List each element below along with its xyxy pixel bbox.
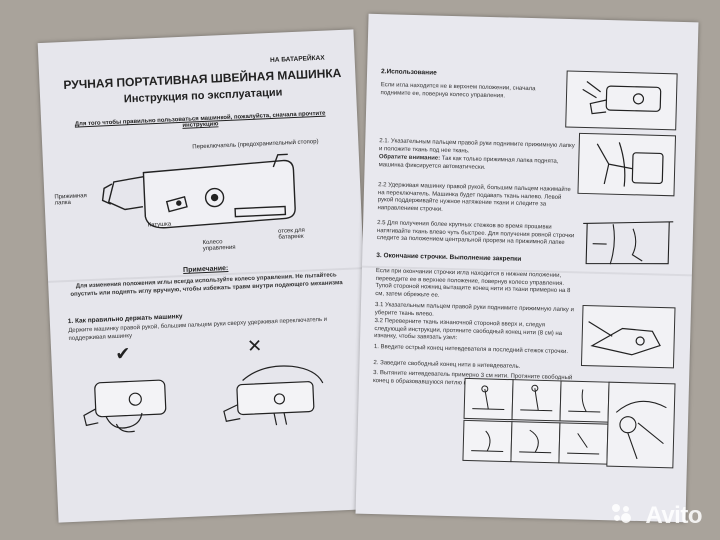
section2-heading: 2.Использование bbox=[380, 68, 437, 77]
wrong-grip-illustration bbox=[223, 365, 324, 426]
paragraph-3-2: 3.2 Переверните ткань изнаночной стороно… bbox=[374, 318, 563, 342]
paragraph-2-5: 2.5 Для получения более крупных стежков … bbox=[376, 220, 575, 246]
knot-steps-grid bbox=[462, 377, 610, 465]
avito-logo-icon bbox=[612, 504, 631, 523]
right-instruction-page: 2.Использование Если игла находится не в… bbox=[355, 13, 699, 523]
illustration-needle-up bbox=[565, 70, 678, 131]
label-spool: Катушка bbox=[147, 221, 172, 229]
attention-label: Обратите внимание: bbox=[378, 154, 441, 162]
read-first-note: Для того чтобы правильно пользоваться ма… bbox=[74, 110, 326, 129]
label-battery: отсек для батареек bbox=[278, 227, 306, 241]
illustration-remove-fabric bbox=[580, 304, 676, 369]
watermark: Avito bbox=[645, 502, 702, 529]
machine-diagram bbox=[101, 153, 296, 229]
illustration-feed-fabric bbox=[583, 221, 674, 265]
wrong-mark: ✕ bbox=[246, 335, 263, 357]
section3-heading: 3. Окончание строчки. Выполнение закрепк… bbox=[376, 252, 522, 263]
correct-grip-illustration bbox=[83, 379, 167, 433]
left-instruction-page: НА БАТАРЕЙКАХ РУЧНАЯ ПОРТАТИВНАЯ ШВЕЙНАЯ… bbox=[37, 29, 375, 523]
label-presser-foot: Прижимная лапка bbox=[54, 193, 87, 207]
illustration-lift-foot bbox=[577, 132, 677, 197]
battery-note: НА БАТАРЕЙКАХ bbox=[269, 54, 325, 64]
paragraph-intro: Если игла находится не в верхнем положен… bbox=[380, 82, 536, 99]
step-1: 1. Введите острый конец нитевдевателя в … bbox=[373, 344, 569, 356]
paragraph-2-2: 2.2 Удерживая машинку правой рукой, боль… bbox=[377, 182, 571, 213]
correct-mark: ✔ bbox=[114, 343, 131, 365]
paragraph-3: Если при окончании строчки игла находитс… bbox=[375, 268, 571, 299]
illustration-thread-knot bbox=[606, 381, 676, 469]
label-wheel: Колесо управления bbox=[202, 239, 236, 253]
